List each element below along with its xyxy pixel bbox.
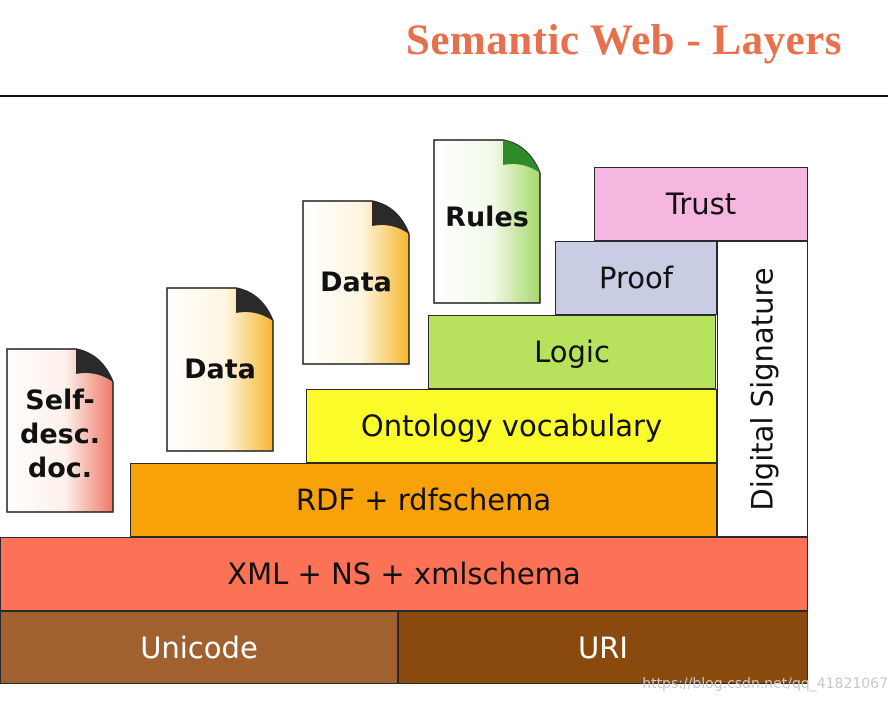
doc-self-line2: desc. — [20, 418, 100, 450]
doc-self-line1: Self- — [25, 385, 95, 416]
layer-xml-label: XML + NS + xmlschema — [227, 557, 581, 591]
layer-rdf: RDF + rdfschema — [130, 463, 717, 537]
doc-self-line3: doc. — [27, 452, 93, 484]
title-divider — [0, 95, 888, 97]
doc-rules-label: Rules — [445, 202, 529, 233]
doc-data-1-shape — [166, 287, 274, 452]
doc-self-describing-shape — [6, 348, 114, 513]
layer-ontology-label: Ontology vocabulary — [360, 409, 663, 443]
doc-data-1-label: Data — [184, 354, 256, 385]
doc-data-2-shape — [302, 200, 410, 365]
layer-logic-label: Logic — [534, 335, 610, 369]
doc-rules-shape — [433, 139, 541, 304]
doc-self-describing: Self- desc. doc. — [6, 348, 114, 513]
layer-unicode-label: Unicode — [140, 630, 258, 665]
layer-proof-label: Proof — [599, 261, 673, 295]
layer-rdf-label: RDF + rdfschema — [295, 483, 552, 517]
layer-trust: Trust — [594, 167, 808, 241]
layer-ontology: Ontology vocabulary — [306, 389, 717, 463]
doc-data-1: Data — [166, 287, 274, 452]
watermark: https://blog.csdn.net/qq_41821067 — [642, 676, 888, 692]
layer-proof: Proof — [555, 241, 717, 315]
layer-unicode: Unicode — [0, 611, 398, 684]
doc-data-2: Data — [302, 200, 410, 365]
layer-digital-signature: Digital Signature — [717, 241, 808, 537]
layer-signature-label: Digital Signature — [745, 267, 780, 511]
layer-trust-label: Trust — [665, 187, 737, 221]
layer-logic: Logic — [428, 315, 716, 389]
doc-data-2-label: Data — [320, 267, 392, 298]
diagram-title: Semantic Web - Layers — [405, 17, 842, 64]
doc-rules: Rules — [433, 139, 541, 304]
layer-uri: URI — [398, 611, 808, 684]
layer-uri-label: URI — [578, 630, 628, 665]
layer-xml: XML + NS + xmlschema — [0, 537, 808, 611]
